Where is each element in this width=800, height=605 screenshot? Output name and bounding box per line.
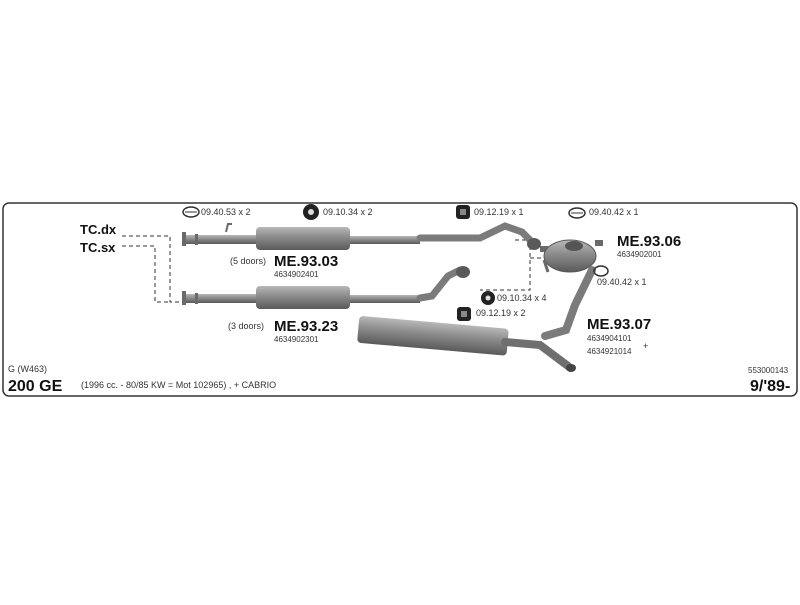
hanger-icon — [456, 205, 470, 219]
part-number: 4634902301 — [274, 335, 319, 344]
clamp-icon — [593, 265, 609, 277]
front-muffler-5-doors — [182, 222, 541, 250]
inlet-right-label: TC.dx — [80, 222, 117, 237]
fitting-label: 09.10.34 x 4 — [497, 293, 547, 303]
clamp-icon — [182, 206, 200, 218]
part-code: ME.93.23 — [274, 318, 339, 335]
model-label: G (W463) — [8, 364, 48, 374]
engine-label: 200 GE — [8, 378, 63, 395]
part-code: ME.93.06 — [617, 233, 682, 250]
fitting-label: 09.10.34 x 2 — [323, 207, 373, 217]
connector-lines — [122, 235, 545, 303]
plus-sign: + — [643, 341, 649, 351]
date-label: 9/'89- — [750, 378, 791, 395]
part-code: ME.93.07 — [587, 316, 652, 333]
part-note: (5 doors) — [230, 256, 267, 266]
fitting-label: 09.12.19 x 2 — [476, 308, 526, 318]
rubber-mount-icon — [481, 291, 495, 305]
clamp-icon — [568, 207, 586, 219]
hanger-icon — [457, 307, 471, 321]
part-number: 4634921014 — [587, 347, 632, 356]
part-note: (3 doors) — [228, 321, 265, 331]
rear-silencer — [357, 266, 596, 372]
rubber-mount-icon — [303, 204, 319, 220]
middle-silencer — [540, 239, 603, 273]
front-muffler-3-doors — [182, 266, 470, 309]
fitting-label: 09.40.42 x 1 — [597, 277, 647, 287]
part-number: 4634902001 — [617, 250, 662, 259]
fitting-label: 09.40.42 x 1 — [589, 207, 639, 217]
fitting-label: 09.12.19 x 1 — [474, 207, 524, 217]
inlet-left-label: TC.sx — [80, 240, 116, 255]
part-code: ME.93.03 — [274, 253, 339, 270]
fitting-label: 09.40.53 x 2 — [201, 207, 251, 217]
part-number: 4634904101 — [587, 334, 632, 343]
engine-spec: (1996 cc. - 80/85 KW = Mot 102965) , + C… — [81, 380, 277, 390]
catalog-number: 553000143 — [748, 366, 789, 375]
part-number: 4634902401 — [274, 270, 319, 279]
